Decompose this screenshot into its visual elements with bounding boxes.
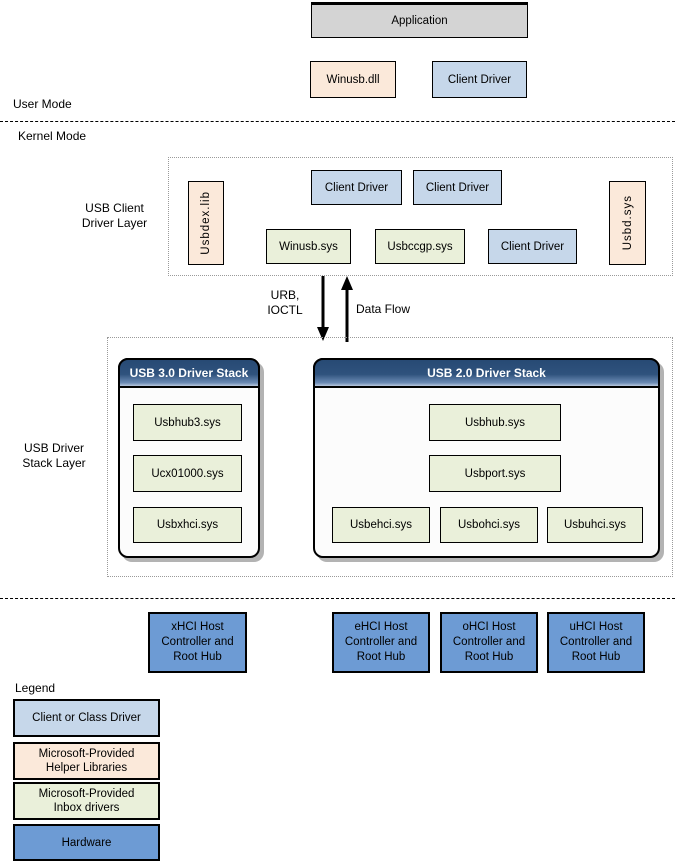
urb-label-line2: IOCTL xyxy=(267,303,303,317)
legend-helper-libraries: Microsoft-Provided Helper Libraries xyxy=(13,742,160,780)
data-flow-label: Data Flow xyxy=(356,302,411,316)
usbuhci-sys-box: Usbuhci.sys xyxy=(547,507,643,543)
winusb-sys-box: Winusb.sys xyxy=(266,229,351,264)
usbport-sys-label: Usbport.sys xyxy=(464,467,526,480)
client-driver-1-label: Client Driver xyxy=(324,181,389,194)
uhci-host-controller-box: uHCI Host Controller and Root Hub xyxy=(547,612,645,673)
user-kernel-divider xyxy=(0,121,675,122)
usbohci-sys-box: Usbohci.sys xyxy=(440,507,538,543)
usbehci-sys-box: Usbehci.sys xyxy=(332,507,430,543)
client-driver-usermode-label: Client Driver xyxy=(447,73,512,86)
client-layer-label-line1: USB Client xyxy=(85,201,144,215)
usbhub-sys-box: Usbhub.sys xyxy=(429,404,561,441)
usbuhci-sys-label: Usbuhci.sys xyxy=(564,519,626,531)
usbdex-lib-box: Usbdex.lib xyxy=(188,181,224,265)
legend-client-or-class-driver: Client or Class Driver xyxy=(13,699,160,737)
client-driver-3-box: Client Driver xyxy=(488,229,577,264)
usbd-sys-box: Usbd.sys xyxy=(609,181,646,265)
ohci-host-controller-label: oHCI Host Controller and Root Hub xyxy=(452,621,526,663)
application-box: Application xyxy=(311,2,528,38)
winusb-dll-box: Winusb.dll xyxy=(310,61,396,98)
legend-hardware-label: Hardware xyxy=(61,836,112,849)
application-label: Application xyxy=(391,15,448,27)
kernel-hardware-divider xyxy=(0,598,675,599)
usbxhci-sys-box: Usbxhci.sys xyxy=(133,507,242,543)
ucx01000-sys-label: Ucx01000.sys xyxy=(151,467,224,480)
legend-client-label: Client or Class Driver xyxy=(32,712,141,724)
usbd-sys-label: Usbd.sys xyxy=(621,195,634,251)
client-layer-label-line2: Driver Layer xyxy=(81,216,148,230)
data-flow-up-arrow xyxy=(341,276,353,342)
stack-layer-label-line1: USB Driver xyxy=(23,441,84,455)
winusb-sys-label: Winusb.sys xyxy=(279,240,338,253)
usbohci-sys-label: Usbohci.sys xyxy=(458,519,520,531)
client-driver-2-box: Client Driver xyxy=(413,170,502,205)
driver-stack-layer-container xyxy=(107,337,673,577)
urb-ioctl-label: URB, IOCTL xyxy=(258,288,312,318)
usbccgp-sys-label: Usbccgp.sys xyxy=(387,240,453,253)
user-mode-label: User Mode xyxy=(13,97,72,111)
usbhub3-sys-box: Usbhub3.sys xyxy=(133,404,242,441)
client-driver-2-label: Client Driver xyxy=(425,181,490,194)
legend-helper-label: Microsoft-Provided Helper Libraries xyxy=(38,748,135,774)
winusb-dll-label: Winusb.dll xyxy=(326,73,380,86)
kernel-mode-label: Kernel Mode xyxy=(18,129,87,143)
uhci-host-controller-label: uHCI Host Controller and Root Hub xyxy=(559,621,633,663)
stack-layer-label-line2: Stack Layer xyxy=(22,456,86,470)
urb-label-line1: URB, xyxy=(270,288,300,302)
usbehci-sys-label: Usbehci.sys xyxy=(350,519,412,531)
urb-ioctl-down-arrow xyxy=(317,276,329,341)
ehci-host-controller-box: eHCI Host Controller and Root Hub xyxy=(332,612,430,673)
ohci-host-controller-box: oHCI Host Controller and Root Hub xyxy=(440,612,538,673)
usb3-stack-title: USB 3.0 Driver Stack xyxy=(118,358,260,388)
legend-hardware: Hardware xyxy=(13,824,160,861)
client-driver-1-box: Client Driver xyxy=(311,170,402,205)
client-driver-layer-container xyxy=(168,157,673,276)
ehci-host-controller-label: eHCI Host Controller and Root Hub xyxy=(344,621,418,663)
usbhub3-sys-label: Usbhub3.sys xyxy=(154,416,221,429)
client-driver-3-label: Client Driver xyxy=(500,240,565,253)
legend-inbox-label: Microsoft-Provided Inbox drivers xyxy=(38,788,135,814)
xhci-host-controller-box: xHCI Host Controller and Root Hub xyxy=(148,612,247,673)
xhci-host-controller-label: xHCI Host Controller and Root Hub xyxy=(161,621,234,663)
client-driver-usermode-box: Client Driver xyxy=(432,61,527,98)
legend-title: Legend xyxy=(15,681,56,695)
client-driver-layer-label: USB Client Driver Layer xyxy=(72,201,157,231)
driver-stack-layer-label: USB Driver Stack Layer xyxy=(10,441,98,471)
usb2-stack-title: USB 2.0 Driver Stack xyxy=(313,358,660,388)
usbhub-sys-label: Usbhub.sys xyxy=(464,416,526,429)
usbdex-lib-label: Usbdex.lib xyxy=(200,191,212,255)
ucx01000-sys-box: Ucx01000.sys xyxy=(133,455,242,492)
legend-inbox-drivers: Microsoft-Provided Inbox drivers xyxy=(13,782,160,820)
usbport-sys-box: Usbport.sys xyxy=(429,455,561,492)
usbccgp-sys-box: Usbccgp.sys xyxy=(375,229,465,264)
usbxhci-sys-label: Usbxhci.sys xyxy=(156,519,219,531)
